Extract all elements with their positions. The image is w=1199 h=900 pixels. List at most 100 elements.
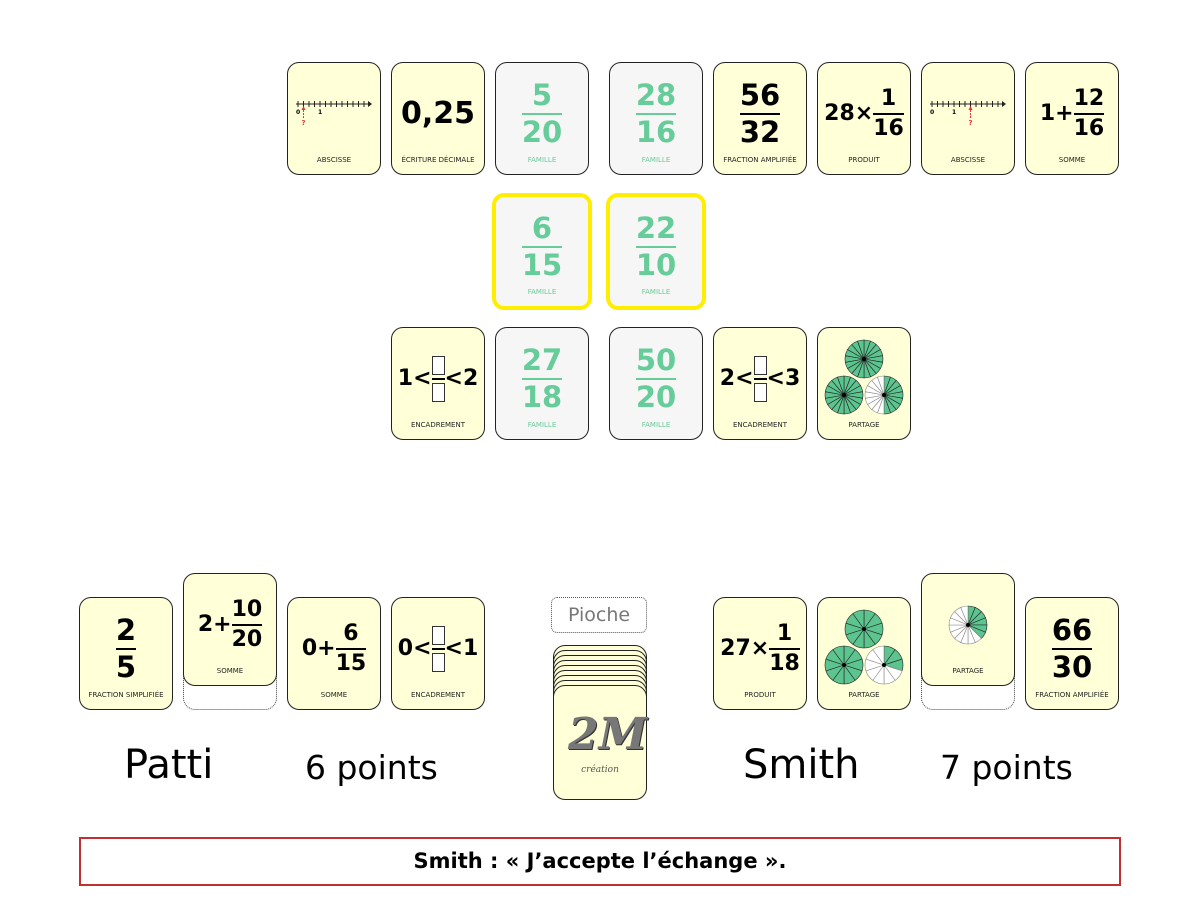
pie-slice	[837, 375, 845, 395]
card-content	[824, 339, 904, 419]
card-label: FRACTION AMPLIFIÉE	[1035, 691, 1109, 699]
pie-slice	[857, 339, 865, 359]
operator: ×	[750, 636, 770, 661]
denominator: 16	[873, 115, 904, 141]
denominator: 30	[1051, 649, 1093, 684]
fraction-bar	[753, 377, 767, 380]
card-content	[824, 609, 904, 689]
denominator: 15	[335, 650, 367, 676]
pie-slice	[877, 375, 885, 395]
denominator: 18	[521, 379, 563, 414]
card-label: ABSCISSE	[950, 156, 986, 164]
numerator: 2	[115, 612, 137, 647]
numerator: 1	[776, 620, 793, 646]
numerator: 12	[1073, 85, 1105, 111]
numerator: 22	[635, 210, 677, 245]
blank-fraction	[753, 355, 767, 402]
denominator: 32	[739, 114, 781, 149]
player-score-smith: 7 points	[940, 748, 1073, 787]
product-term: 27	[720, 636, 751, 661]
pioche-label: Pioche	[551, 597, 647, 633]
sum-term: 1	[1039, 101, 1056, 126]
fraction-bar	[431, 377, 445, 380]
player-name-smith: Smith	[743, 742, 860, 788]
operator: ×	[854, 101, 874, 126]
fraction-bar	[521, 112, 563, 115]
player-name-patti: Patti	[124, 742, 214, 788]
card-label: PARTAGE	[848, 691, 880, 699]
less-than: <	[413, 366, 432, 391]
numerator: 56	[739, 77, 781, 112]
card-content: 27×1 18	[720, 620, 800, 676]
card-label: FRACTION AMPLIFIÉE	[723, 156, 797, 164]
card-label: FAMILLE	[527, 156, 557, 164]
fraction-bar	[769, 647, 800, 650]
less-than: <	[735, 366, 754, 391]
operator: +	[317, 636, 336, 661]
denominator: 16	[635, 114, 677, 149]
card-content: 0<<1	[398, 625, 478, 672]
card-label: SOMME	[216, 667, 244, 675]
status-message: Smith : « J’accepte l’échange ».	[79, 837, 1121, 886]
card-label: FAMILLE	[527, 421, 557, 429]
less-than: <	[444, 636, 463, 661]
card-partage[interactable]: PARTAGE	[817, 327, 911, 440]
card-content: 1<<2	[398, 355, 478, 402]
card-partage[interactable]: PARTAGE	[921, 573, 1015, 686]
svg-text:?: ?	[302, 119, 306, 127]
denominator: 18	[769, 650, 800, 676]
numerator: 27	[521, 342, 563, 377]
card-partage[interactable]: PARTAGE	[817, 597, 911, 710]
fraction-bar	[635, 245, 677, 248]
lower-bound: 2	[719, 366, 736, 391]
pie-slice	[960, 605, 969, 625]
card-label: FRACTION SIMPLIFIÉE	[88, 691, 164, 699]
svg-text:0: 0	[296, 109, 300, 116]
fraction-bar	[635, 112, 677, 115]
card-label: PARTAGE	[848, 421, 880, 429]
numerator: 10	[231, 596, 263, 622]
pie-chart-icons	[824, 339, 904, 414]
blank-box	[753, 355, 767, 375]
operator: +	[213, 612, 232, 637]
pie-chart-icons	[824, 609, 904, 684]
denominator: 15	[521, 247, 563, 282]
